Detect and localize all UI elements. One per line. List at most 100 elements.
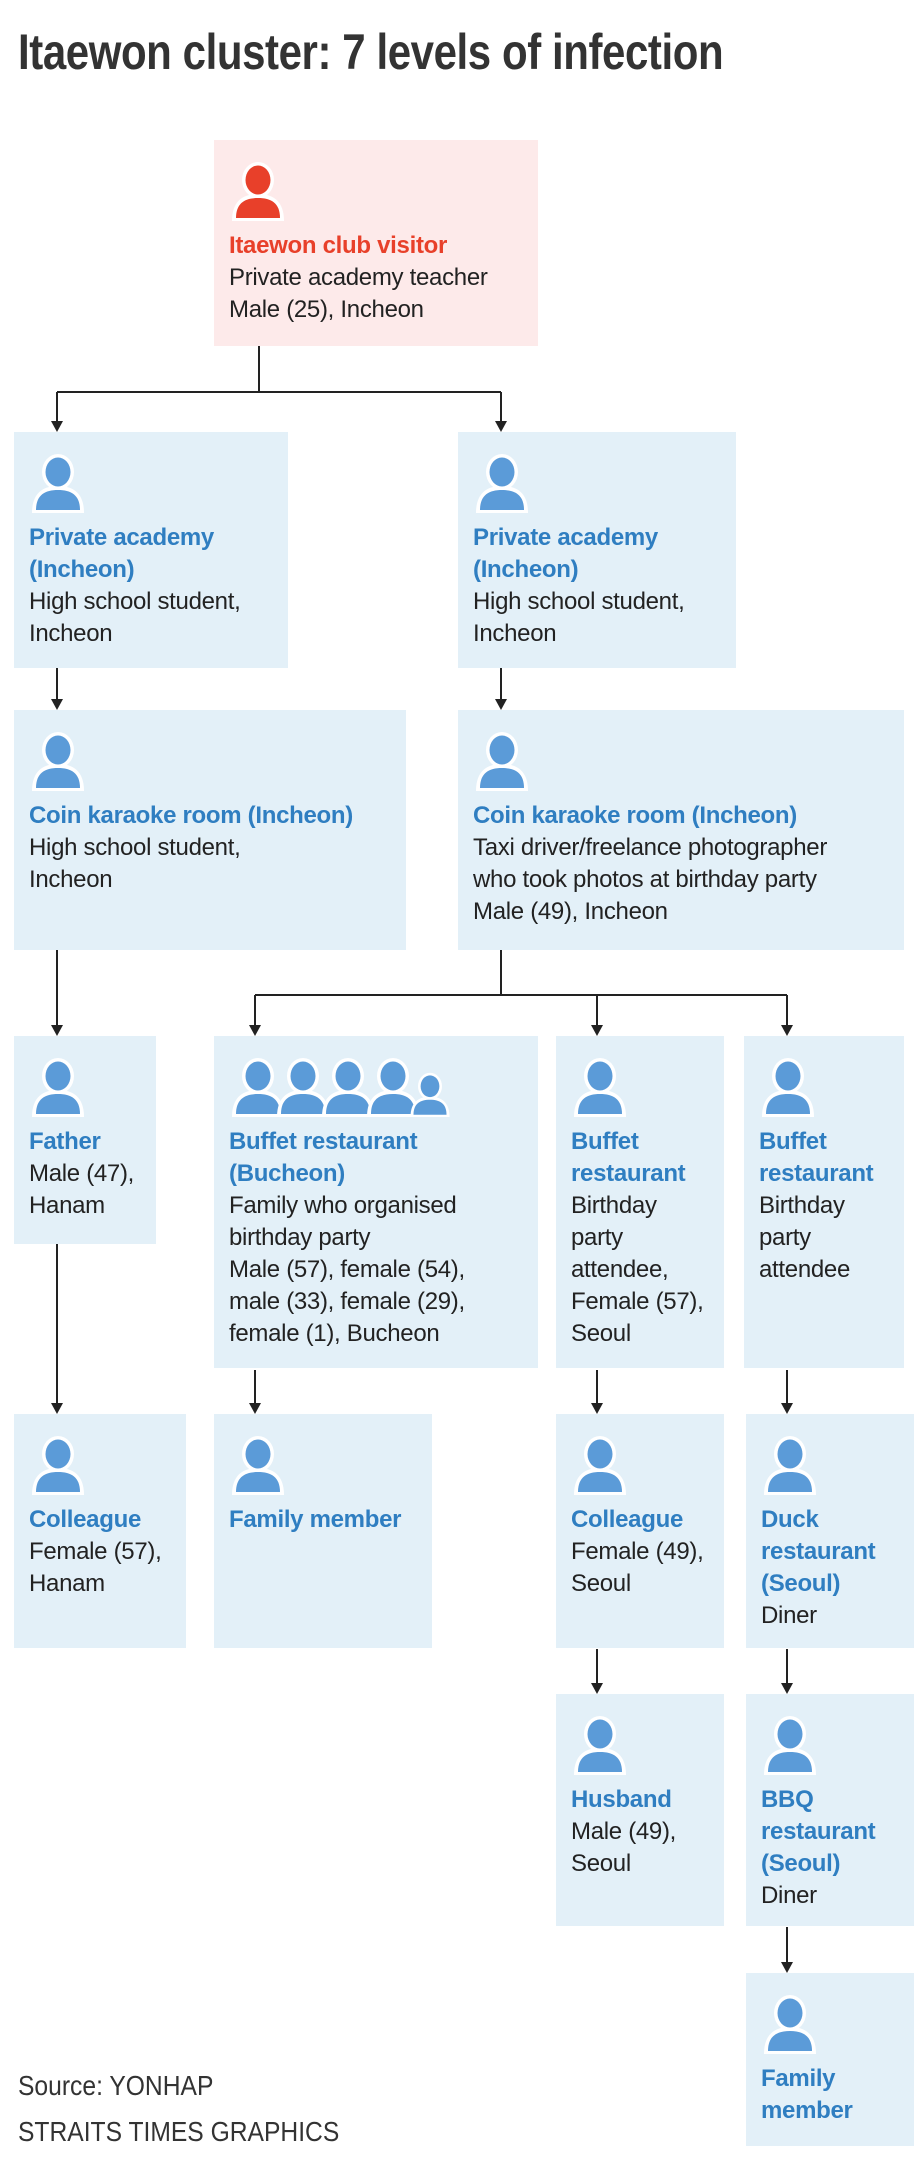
arrowhead bbox=[781, 1025, 793, 1036]
arrowhead bbox=[781, 1403, 793, 1414]
arrowhead bbox=[591, 1403, 603, 1414]
node-heading-line: Duck bbox=[761, 1506, 819, 1533]
node-heading-line: BBQ bbox=[761, 1786, 814, 1813]
node-bbq-restaurant: BBQ restaurant (Seoul) Diner bbox=[746, 1694, 914, 1926]
child-icon bbox=[410, 1072, 450, 1117]
node-heading-line: (Bucheon) bbox=[229, 1160, 345, 1187]
node-heading-line: restaurant bbox=[571, 1160, 686, 1187]
arrowhead bbox=[781, 1962, 793, 1973]
arrowhead bbox=[781, 1683, 793, 1694]
node-detail: party bbox=[759, 1224, 811, 1251]
source-credit: Source: YONHAP bbox=[18, 2070, 214, 2101]
node-detail: Seoul bbox=[571, 1850, 631, 1877]
person-icon bbox=[764, 1716, 816, 1775]
node-heading-line: restaurant bbox=[761, 1538, 876, 1565]
person-icon bbox=[277, 1058, 329, 1117]
node-detail: Birthday bbox=[571, 1192, 657, 1219]
person-icon bbox=[232, 162, 284, 221]
person-icon bbox=[32, 1058, 84, 1117]
person-icon bbox=[762, 1058, 814, 1117]
node-coin-karaoke-right: Coin karaoke room (Incheon) Taxi driver/… bbox=[458, 710, 904, 950]
node-detail: Incheon bbox=[29, 620, 113, 647]
node-detail: Male (25), Incheon bbox=[229, 296, 424, 323]
arrowhead bbox=[495, 421, 507, 432]
person-icon-group bbox=[473, 453, 726, 515]
arrowhead bbox=[51, 1403, 63, 1414]
node-buffet-restaurant-bucheon: Buffet restaurant (Bucheon) Family who o… bbox=[214, 1036, 538, 1368]
node-heading: Buffet restaurant (Bucheon) bbox=[229, 1126, 528, 1190]
person-icon-group bbox=[761, 1435, 904, 1497]
node-heading: Coin karaoke room (Incheon) bbox=[473, 802, 797, 829]
person-icon-group bbox=[29, 453, 278, 515]
node-detail: Female (49), bbox=[571, 1538, 704, 1565]
arrowhead bbox=[249, 1403, 261, 1414]
node-coin-karaoke-left: Coin karaoke room (Incheon) High school … bbox=[14, 710, 406, 950]
node-father: Father Male (47), Hanam bbox=[14, 1036, 156, 1244]
arrowhead bbox=[591, 1025, 603, 1036]
node-detail: Taxi driver/freelance photographer bbox=[473, 834, 828, 861]
node-detail: Hanam bbox=[29, 1192, 105, 1219]
arrowhead bbox=[51, 699, 63, 710]
person-icon-group bbox=[759, 1057, 894, 1119]
person-icon bbox=[32, 454, 84, 513]
person-icon-group bbox=[29, 1057, 146, 1119]
node-colleague-hanam: Colleague Female (57), Hanam bbox=[14, 1414, 186, 1648]
node-detail: Seoul bbox=[571, 1570, 631, 1597]
node-colleague-seoul: Colleague Female (49), Seoul bbox=[556, 1414, 724, 1648]
node-detail: High school student, bbox=[29, 834, 241, 861]
node-itaewon-club-visitor: Itaewon club visitor Private academy tea… bbox=[214, 140, 538, 346]
node-detail: Male (47), bbox=[29, 1160, 135, 1187]
node-heading: Private academy (Incheon) bbox=[473, 522, 726, 586]
node-detail: female (1), Bucheon bbox=[229, 1320, 440, 1347]
node-detail: party bbox=[571, 1224, 623, 1251]
node-heading: Father bbox=[29, 1128, 101, 1155]
node-heading: Colleague bbox=[571, 1506, 683, 1533]
person-icon bbox=[574, 1058, 626, 1117]
person-icon bbox=[32, 732, 84, 791]
person-icon-group bbox=[229, 161, 528, 223]
node-heading: Duck restaurant (Seoul) bbox=[761, 1504, 904, 1600]
node-heading-line: restaurant bbox=[759, 1160, 874, 1187]
page-title: Itaewon cluster: 7 levels of infection bbox=[18, 24, 724, 80]
node-detail: Hanam bbox=[29, 1570, 105, 1597]
node-heading: Family member bbox=[229, 1506, 402, 1533]
node-heading: Husband bbox=[571, 1786, 672, 1813]
person-icon bbox=[764, 1436, 816, 1495]
node-private-academy-right: Private academy (Incheon) High school st… bbox=[458, 432, 736, 668]
person-icon-group bbox=[473, 731, 894, 793]
node-heading: Family member bbox=[761, 2063, 904, 2127]
person-icon-group bbox=[571, 1715, 714, 1777]
node-heading-line: Private academy bbox=[473, 524, 658, 551]
person-icon-group bbox=[29, 731, 396, 793]
arrowhead bbox=[249, 1025, 261, 1036]
arrowhead bbox=[591, 1683, 603, 1694]
node-detail: Diner bbox=[761, 1882, 817, 1909]
node-detail: Family who organised bbox=[229, 1192, 457, 1219]
person-icon bbox=[232, 1058, 284, 1117]
node-detail: attendee bbox=[759, 1256, 851, 1283]
person-icon bbox=[232, 1436, 284, 1495]
node-heading: Coin karaoke room (Incheon) bbox=[29, 802, 353, 829]
node-detail: attendee, bbox=[571, 1256, 669, 1283]
node-detail: Private academy teacher bbox=[229, 264, 488, 291]
node-heading-line: Buffet bbox=[571, 1128, 639, 1155]
person-icon bbox=[574, 1436, 626, 1495]
node-detail: Male (57), female (54), bbox=[229, 1256, 465, 1283]
node-heading-line: Buffet bbox=[759, 1128, 827, 1155]
node-detail: High school student, bbox=[29, 588, 241, 615]
node-heading: Private academy (Incheon) bbox=[29, 522, 278, 586]
person-icon-group bbox=[571, 1057, 714, 1119]
node-heading-line: (Incheon) bbox=[473, 556, 579, 583]
person-icon bbox=[764, 1995, 816, 2054]
node-heading-line: Buffet restaurant bbox=[229, 1128, 418, 1155]
person-icon-group bbox=[229, 1435, 422, 1497]
person-icon bbox=[574, 1716, 626, 1775]
node-heading-line: Private academy bbox=[29, 524, 214, 551]
node-heading: Itaewon club visitor bbox=[229, 232, 448, 259]
person-icon bbox=[322, 1058, 374, 1117]
node-detail: who took photos at birthday party bbox=[473, 866, 817, 893]
node-buffet-attendee-2: Buffet restaurant Birthday party attende… bbox=[744, 1036, 904, 1368]
connector-origin bbox=[56, 346, 502, 424]
node-buffet-attendee-1: Buffet restaurant Birthday party attende… bbox=[556, 1036, 724, 1368]
